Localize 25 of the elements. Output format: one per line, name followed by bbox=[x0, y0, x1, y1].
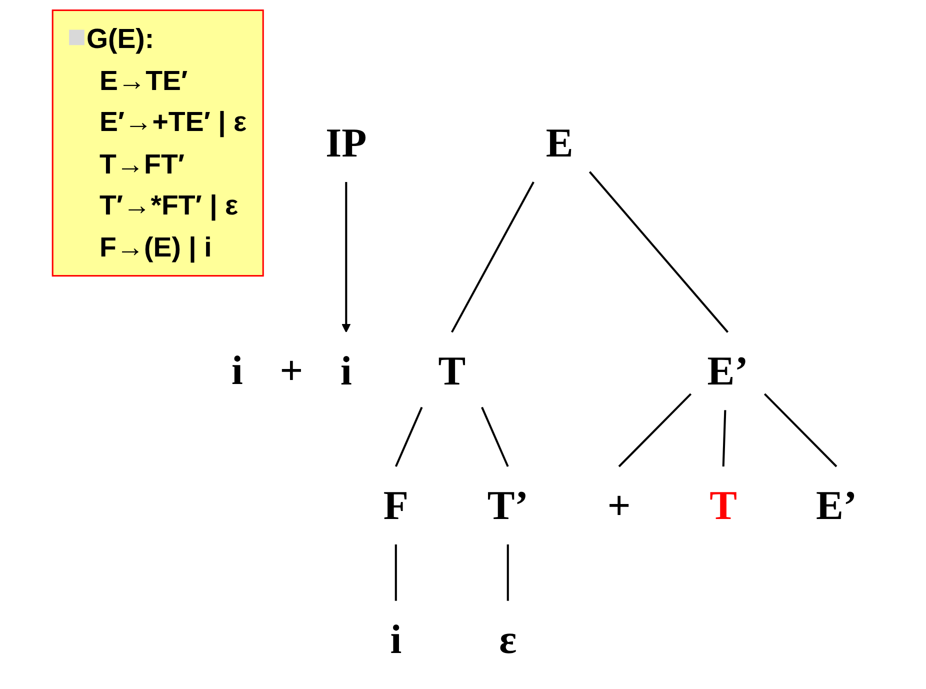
node-text: T bbox=[710, 482, 738, 528]
node-text: E’ bbox=[707, 348, 748, 394]
connector bbox=[618, 393, 692, 468]
arrow bbox=[342, 182, 351, 333]
node-text: F bbox=[383, 482, 408, 528]
node-text: E bbox=[546, 119, 574, 166]
node-text: i bbox=[390, 616, 402, 662]
node-box: G(E): E→TE′ E′→+TE′ | ε T→FT′ T′→*FT′ | ε F→(E) | i bbox=[52, 9, 264, 277]
node-text: E’ bbox=[816, 482, 857, 528]
input-symbol: + bbox=[280, 346, 304, 396]
connector bbox=[506, 544, 509, 601]
node-text: IP bbox=[326, 119, 367, 166]
connector bbox=[394, 406, 423, 467]
connector bbox=[481, 406, 509, 467]
node-text: T bbox=[438, 348, 466, 394]
connector bbox=[394, 544, 397, 601]
connector bbox=[588, 171, 729, 333]
node-text: ε bbox=[499, 616, 517, 662]
connector bbox=[450, 182, 534, 333]
node-text: i bbox=[340, 348, 352, 394]
node-text: + bbox=[607, 482, 631, 528]
input-symbol: i bbox=[231, 346, 243, 396]
connector bbox=[722, 410, 726, 467]
node-text: T’ bbox=[487, 482, 528, 528]
connector bbox=[764, 393, 838, 468]
